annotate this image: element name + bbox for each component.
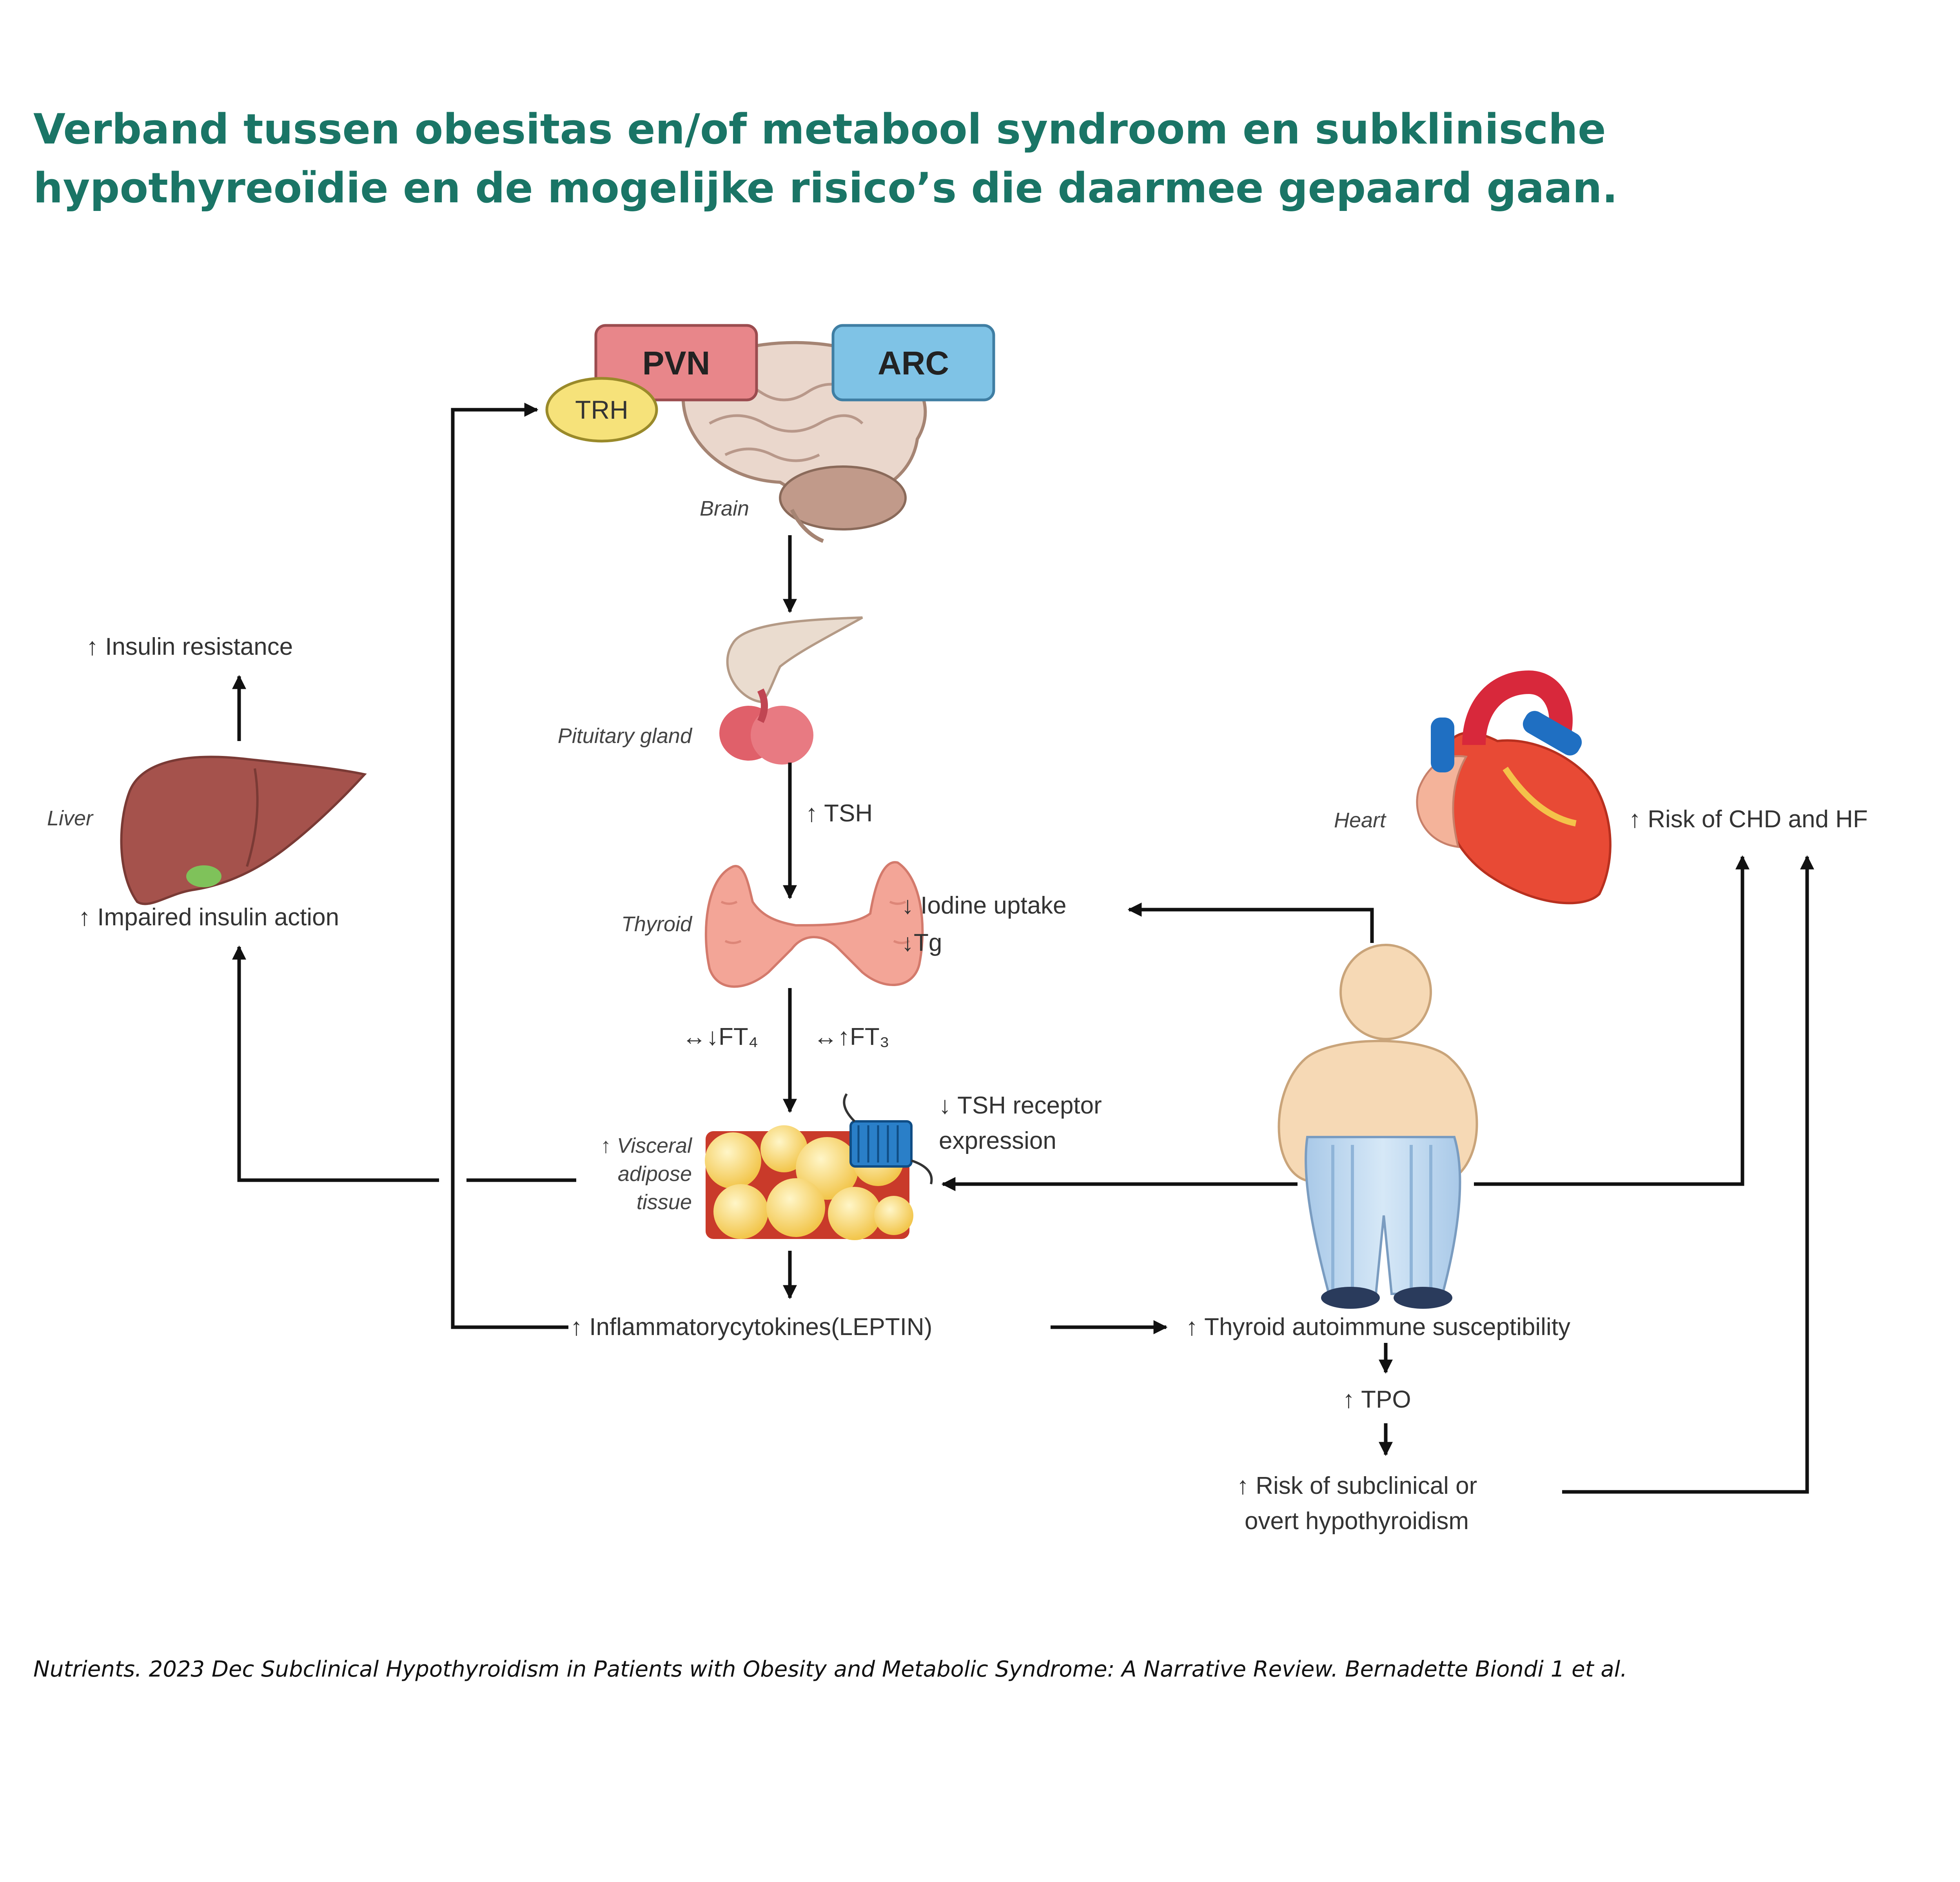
pituitary-illustration <box>719 616 863 765</box>
hypothyroidism-risk-line2: overt hypothyroidism <box>1245 1508 1469 1535</box>
page-title: Verband tussen obesitas en/of metabool s… <box>33 100 1758 218</box>
insulin-resistance-label: ↑ Insulin resistance <box>86 633 293 660</box>
thyroid-illustration <box>704 861 924 988</box>
adipose-label-line2: adipose <box>618 1162 692 1186</box>
autoimmune-label: ↑ Thyroid autoimmune susceptibility <box>1186 1313 1570 1341</box>
tsh-receptor-label-line2: expression <box>939 1127 1056 1154</box>
tsh-label: ↑ TSH <box>806 800 873 827</box>
heart-label: Heart <box>1334 808 1387 832</box>
heart-illustration <box>1416 670 1612 905</box>
iodine-uptake-label: ↓ Iodine uptake <box>902 892 1067 919</box>
adipose-label-line1: ↑ Visceral <box>601 1134 693 1157</box>
tsh-receptor-label-line1: ↓ TSH receptor <box>939 1092 1102 1119</box>
pvn-label: PVN <box>642 345 710 381</box>
pituitary-label: Pituitary gland <box>558 724 693 748</box>
arrow-obesity-to-heart-risk <box>1474 855 1749 1186</box>
tpo-label: ↑ TPO <box>1343 1386 1411 1413</box>
citation: Nutrients. 2023 Dec Subclinical Hypothyr… <box>33 1657 1628 1682</box>
hypothyroidism-risk-line1: ↑ Risk of subclinical or <box>1237 1472 1477 1499</box>
impaired-insulin-label: ↑ Impaired insulin action <box>78 904 339 931</box>
brain-label: Brain <box>700 497 749 520</box>
arrows <box>232 403 1814 1494</box>
arrow-obesity-to-iodine <box>1127 903 1374 943</box>
arrow-cytokines-to-trh <box>451 403 568 1329</box>
thyroid-label: Thyroid <box>621 912 693 936</box>
cytokines-label: ↑ Inflammatorycytokines(LEPTIN) <box>570 1313 932 1341</box>
arc-label: ARC <box>878 345 949 381</box>
arrow-hypothyroidism-to-heart-risk <box>1562 855 1814 1494</box>
trh-label: TRH <box>575 395 628 424</box>
liver-label: Liver <box>47 807 94 830</box>
tg-label: ↓Tg <box>902 929 942 956</box>
ft3-label: ↔↑FT₃ <box>813 1023 889 1050</box>
adipose-tissue-illustration <box>705 1093 933 1240</box>
arrow-adipose-to-liver <box>232 945 439 1182</box>
adipose-label-line3: tissue <box>637 1190 692 1214</box>
ft4-label: ↔↓FT₄ <box>682 1023 758 1050</box>
title-line-1: Verband tussen obesitas en/of metabool s… <box>33 105 1606 153</box>
pvn-box: PVN <box>594 324 758 401</box>
heart-risk-label: ↑ Risk of CHD and HF <box>1629 806 1868 833</box>
trh-oval: TRH <box>545 377 658 443</box>
liver-illustration <box>120 756 367 905</box>
obese-person-illustration <box>1278 944 1478 1309</box>
title-line-2: hypothyreoïdie en de mogelijke risico’s … <box>33 164 1618 212</box>
arc-box: ARC <box>831 324 995 401</box>
